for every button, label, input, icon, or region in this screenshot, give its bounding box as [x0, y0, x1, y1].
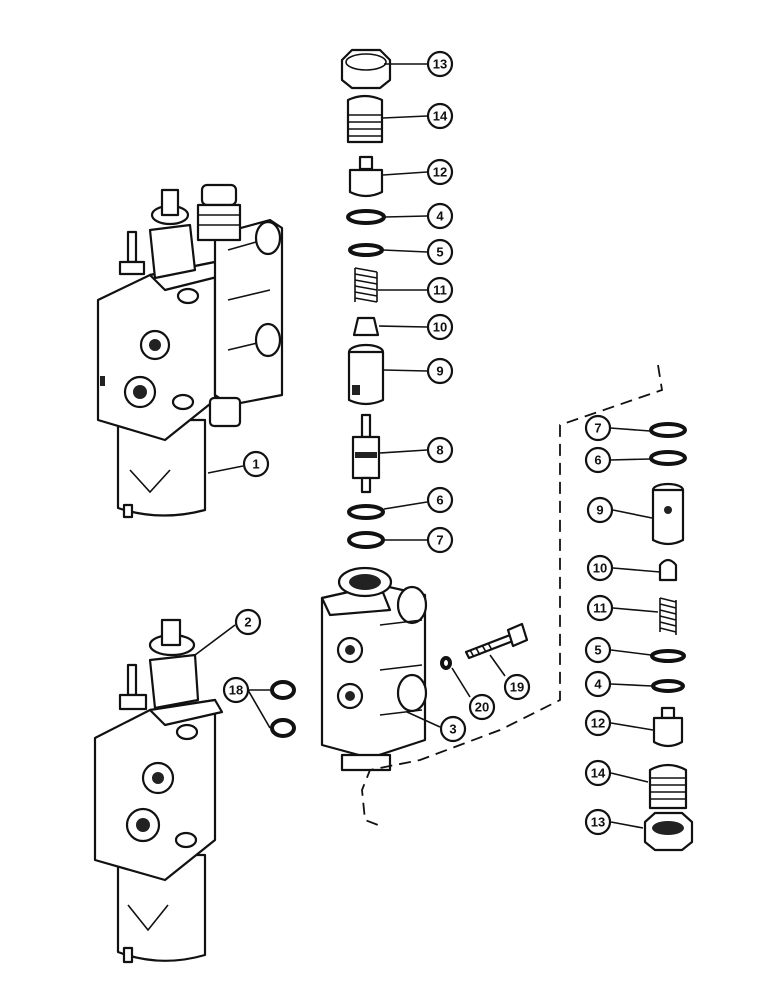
svg-text:9: 9: [436, 364, 443, 379]
callout-14-top: 14: [426, 102, 454, 130]
right-stack: [643, 422, 694, 852]
callout-6-right: 6: [584, 446, 612, 474]
svg-text:4: 4: [436, 209, 444, 224]
svg-text:5: 5: [436, 245, 443, 260]
svg-text:7: 7: [436, 533, 443, 548]
callout-12-top: 12: [426, 158, 454, 186]
svg-text:13: 13: [591, 815, 605, 830]
svg-text:6: 6: [594, 453, 601, 468]
valve-assembly-1: [96, 183, 284, 519]
callout-4-right: 4: [584, 670, 612, 698]
callout-4-top: 4: [426, 202, 454, 230]
svg-text:11: 11: [593, 601, 607, 616]
callout-5-right: 5: [584, 636, 612, 664]
svg-text:18: 18: [229, 683, 243, 698]
callout-10-top: 10: [426, 313, 454, 341]
callout-1: 1: [242, 450, 270, 478]
callouts: 13 14 12 4 5 11 10 9 8 6 7 1 2 3 18 19 2…: [222, 50, 614, 836]
svg-text:19: 19: [510, 680, 524, 695]
callout-7-right: 7: [584, 414, 612, 442]
svg-text:10: 10: [433, 320, 447, 335]
svg-text:14: 14: [433, 109, 448, 124]
svg-text:3: 3: [449, 722, 456, 737]
callout-13-right: 13: [584, 808, 612, 836]
svg-text:11: 11: [433, 283, 447, 298]
callout-11-right: 11: [586, 594, 614, 622]
callout-13-top: 13: [426, 50, 454, 78]
center-stack: [340, 48, 392, 549]
callout-10-right: 10: [586, 554, 614, 582]
leader-lines: [194, 63, 661, 829]
svg-text:12: 12: [433, 165, 447, 180]
bolt-and-washers: [270, 622, 529, 738]
callout-11-top: 11: [426, 276, 454, 304]
svg-text:10: 10: [593, 561, 607, 576]
callout-14-right: 14: [584, 759, 612, 787]
callout-3: 3: [439, 715, 467, 743]
group-outline: [361, 364, 664, 826]
svg-text:13: 13: [433, 57, 447, 72]
callout-19: 19: [503, 673, 531, 701]
svg-text:1: 1: [252, 457, 259, 472]
svg-text:14: 14: [591, 766, 606, 781]
svg-text:7: 7: [594, 421, 601, 436]
callout-12-right: 12: [584, 709, 612, 737]
callout-8: 8: [426, 436, 454, 464]
svg-text:12: 12: [591, 716, 605, 731]
svg-text:6: 6: [436, 493, 443, 508]
callout-2: 2: [234, 608, 262, 636]
svg-text:20: 20: [475, 700, 489, 715]
valve-assembly-2: [93, 618, 224, 964]
svg-text:2: 2: [244, 615, 251, 630]
callout-6-top: 6: [426, 486, 454, 514]
svg-text:5: 5: [594, 643, 601, 658]
callout-5-top: 5: [426, 238, 454, 266]
callout-20: 20: [468, 693, 496, 721]
callout-7-top: 7: [426, 526, 454, 554]
callout-9-right: 9: [586, 496, 614, 524]
callout-18: 18: [222, 676, 250, 704]
section-body-3: [320, 566, 428, 772]
callout-9-top: 9: [426, 357, 454, 385]
svg-text:9: 9: [596, 503, 603, 518]
svg-text:8: 8: [436, 443, 443, 458]
svg-text:4: 4: [594, 677, 602, 692]
